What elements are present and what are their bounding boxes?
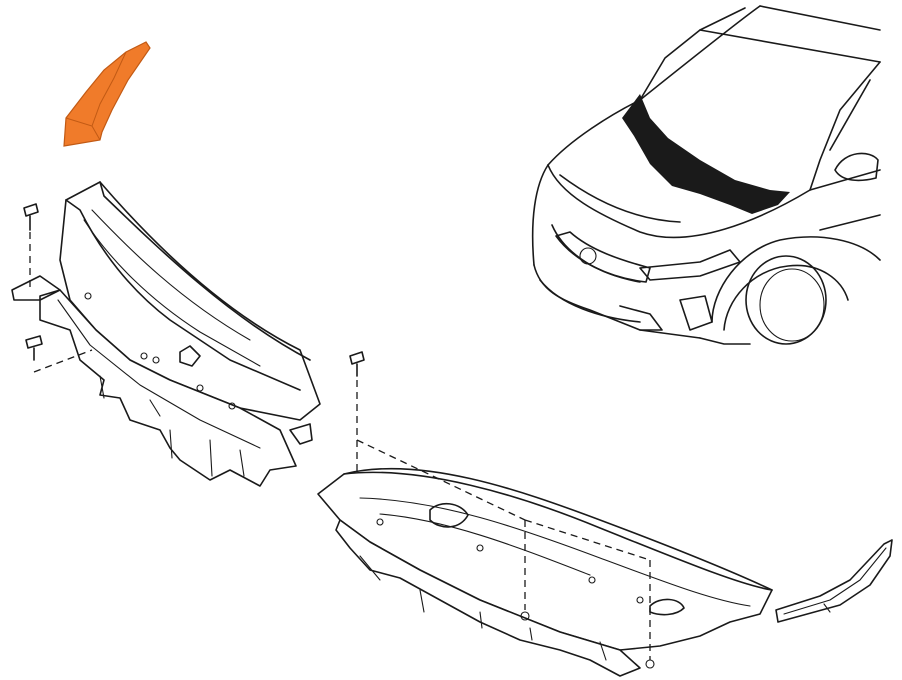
car-outline-icon: [531, 5, 881, 345]
left-cowl-panel[interactable]: [11, 181, 321, 487]
cowl-seal-area: [622, 94, 790, 214]
clip-icon[interactable]: [25, 335, 93, 373]
clip-icon[interactable]: [23, 203, 39, 290]
highlighted-side-trim[interactable]: [63, 41, 151, 147]
right-side-trim[interactable]: [775, 539, 893, 623]
right-cowl-panel[interactable]: [317, 439, 773, 677]
